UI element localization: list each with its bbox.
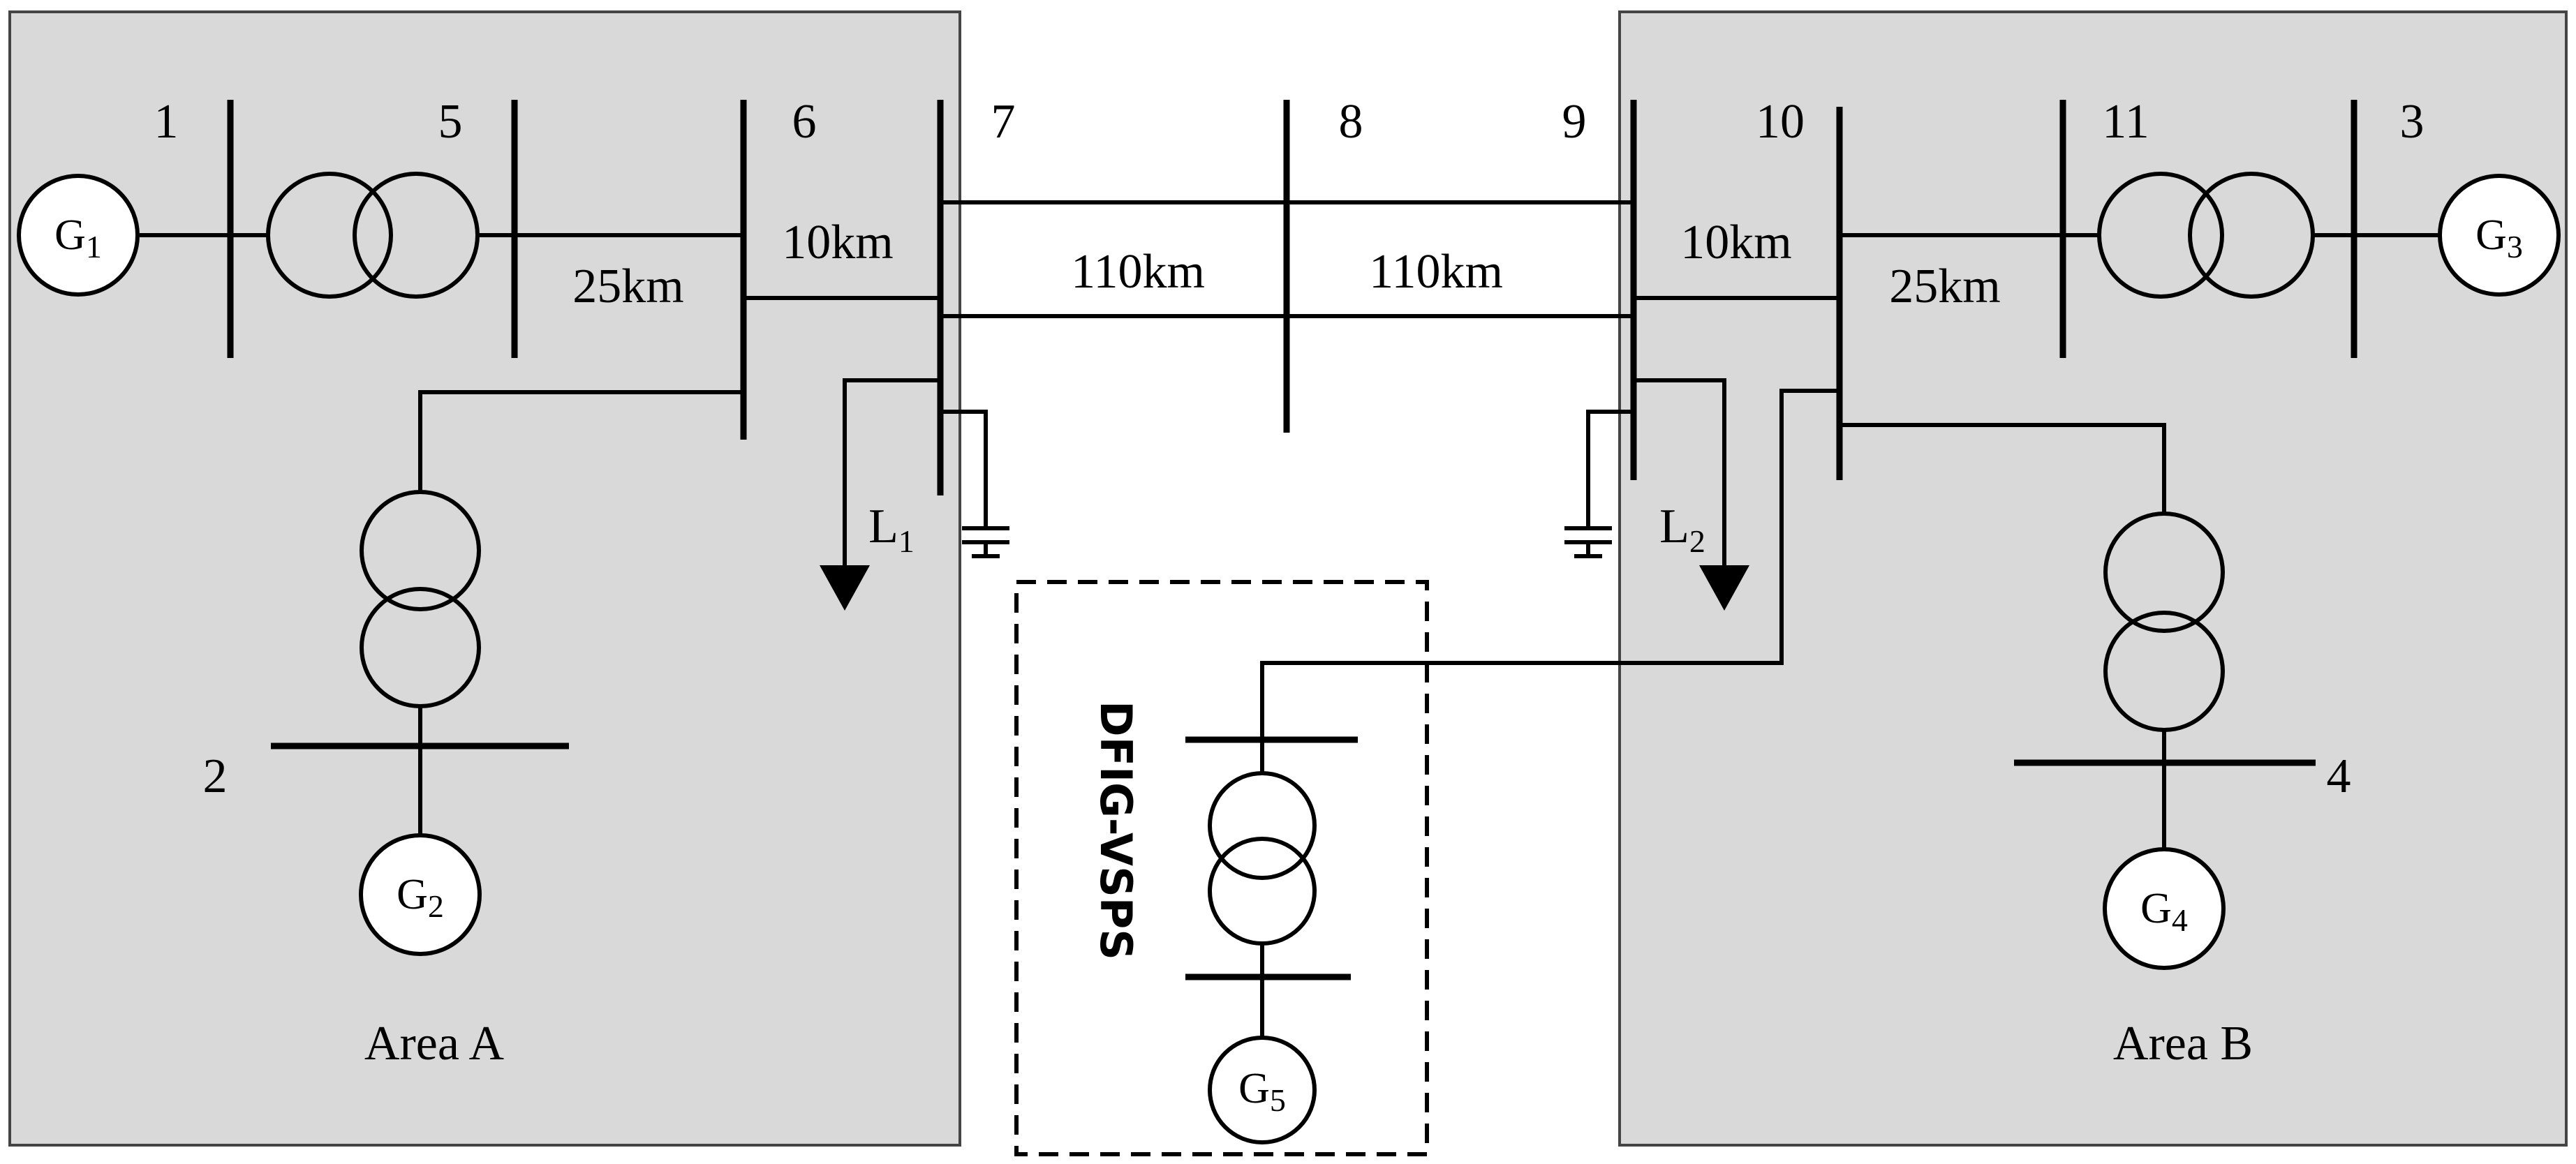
transformer-g2 xyxy=(360,490,481,708)
svg-text:G1: G1 xyxy=(54,211,102,264)
generator-g4: G4 xyxy=(2103,847,2226,970)
transformer-g1 xyxy=(266,172,480,299)
transformer-g3 xyxy=(2097,172,2315,299)
svg-text:G2: G2 xyxy=(397,871,444,924)
bus-label-11: 11 xyxy=(2102,95,2149,149)
bus-label-2: 2 xyxy=(203,749,228,803)
load-label-l2: L2 xyxy=(1659,500,1705,559)
load-l1 xyxy=(820,378,940,611)
capacitor-bus9 xyxy=(1564,410,1634,558)
line-label-10-11: 25km xyxy=(1889,260,2000,313)
line-label-6-5: 25km xyxy=(572,260,683,313)
generator-g5: G5 xyxy=(1208,1036,1317,1144)
generator-g3: G3 xyxy=(2438,174,2561,297)
line-bus10-dfig xyxy=(1260,389,1840,740)
line-label-8-9: 110km xyxy=(1369,245,1503,299)
capacitor-bus7 xyxy=(940,410,1009,558)
bus-label-9: 9 xyxy=(1562,95,1587,149)
load-l2 xyxy=(1634,378,1749,611)
line-label-7-6: 10km xyxy=(782,216,893,269)
generator-g2: G2 xyxy=(359,833,482,956)
line-label-9-10: 10km xyxy=(1680,216,1791,269)
svg-text:G3: G3 xyxy=(2475,211,2523,264)
line-bus10-g4-branch xyxy=(1840,423,2166,515)
area-a-box xyxy=(8,10,961,1147)
transformer-g4 xyxy=(2103,512,2225,732)
bus-label-8: 8 xyxy=(1339,95,1363,149)
transformer-dfig xyxy=(1208,771,1317,946)
svg-text:G5: G5 xyxy=(1238,1065,1286,1118)
area-b-box xyxy=(1618,10,2568,1147)
bus-label-6: 6 xyxy=(792,95,817,149)
bus-label-3: 3 xyxy=(2400,95,2425,149)
area-a-label: Area A xyxy=(364,1017,505,1070)
load-label-l1: L1 xyxy=(868,500,915,559)
dfig-vsps-label: DFIG-VSPS xyxy=(1090,701,1141,960)
bus-label-7: 7 xyxy=(991,95,1016,149)
line-label-7-8: 110km xyxy=(1071,245,1205,299)
generator-g1: G1 xyxy=(17,174,140,297)
bus-label-10: 10 xyxy=(1756,95,1805,149)
bus-label-5: 5 xyxy=(438,95,463,149)
bus-label-4: 4 xyxy=(2327,749,2351,803)
area-b-label: Area B xyxy=(2113,1017,2253,1070)
line-bus6-g2-branch xyxy=(418,390,743,493)
bus-label-1: 1 xyxy=(154,95,179,149)
svg-text:G4: G4 xyxy=(2140,885,2188,938)
